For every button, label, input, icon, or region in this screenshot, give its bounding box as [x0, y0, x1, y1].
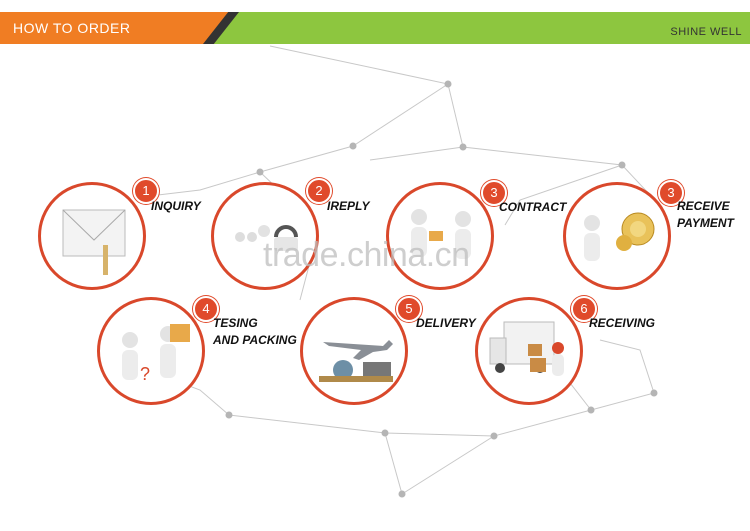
step-label-line: TESING: [213, 316, 258, 330]
truck-icon: [489, 321, 564, 376]
step-label: CONTRACT: [499, 200, 567, 214]
step-label-line: RECEIVE: [677, 199, 730, 213]
step-label: RECEIVE PAYMENT: [677, 198, 734, 232]
brand-name: SHINE WELL: [670, 26, 742, 38]
step-delivery-circle: [300, 297, 408, 405]
telephone-icon: [235, 225, 298, 251]
step-inquiry-circle: [38, 182, 146, 290]
step-contract-circle: [386, 182, 494, 290]
step-number-badge: 1: [133, 178, 159, 204]
step-label: INQUIRY: [151, 199, 201, 213]
step-label-line: AND PACKING: [213, 333, 297, 347]
watermark-text: trade.china.cn: [263, 236, 470, 274]
step-label-line: PAYMENT: [677, 216, 734, 230]
step-receiving-circle: [475, 297, 583, 405]
step-label: RECEIVING: [589, 316, 656, 330]
step-label: IREPLY: [327, 199, 370, 213]
step-payment-circle: [563, 182, 671, 290]
step-number-badge: 6: [571, 296, 597, 322]
step-number-badge: 4: [193, 296, 219, 322]
coins-icon: [584, 212, 655, 261]
header-title-tab: [0, 12, 230, 44]
handshake-icon: [411, 209, 471, 259]
page-title: HOW TO ORDER: [13, 20, 131, 36]
step-reply-circle: [211, 182, 319, 290]
step-number-badge: 3: [481, 180, 507, 206]
step-number-badge: 3: [658, 180, 684, 206]
step-testing-circle: ?: [97, 297, 205, 405]
airplane-icon: [319, 340, 393, 382]
step-number-badge: 5: [396, 296, 422, 322]
svg-text:?: ?: [140, 364, 150, 384]
inspection-icon: ?: [122, 324, 190, 384]
envelope-icon: [62, 209, 126, 275]
header-bar: HOW TO ORDER SHINE WELL: [0, 12, 750, 44]
step-label: TESING AND PACKING: [213, 315, 297, 349]
step-label: DELIVERY: [416, 316, 476, 330]
step-number-badge: 2: [306, 178, 332, 204]
